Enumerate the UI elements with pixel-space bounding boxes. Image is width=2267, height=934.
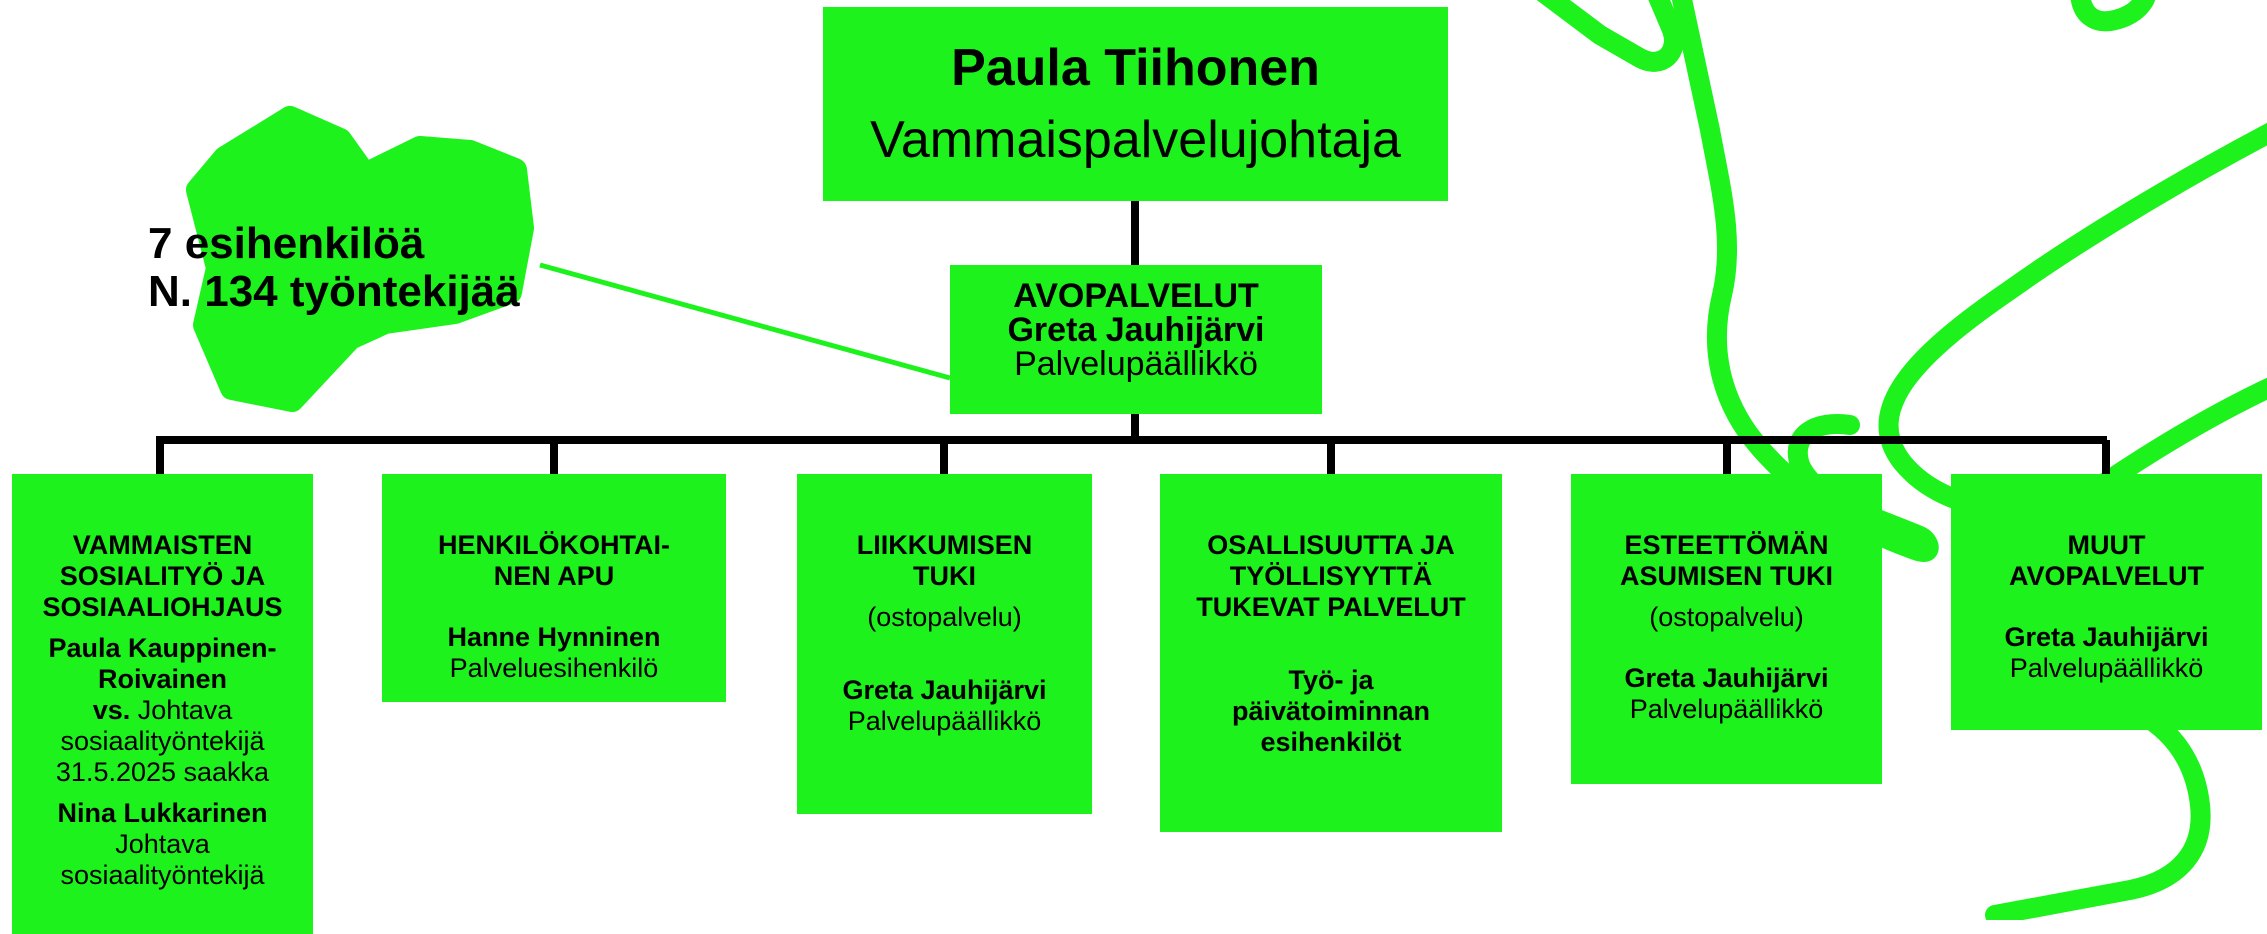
unit-note: (ostopalvelu) <box>1649 602 1804 632</box>
unit-head-title: Palveluesihenkilö <box>449 653 659 683</box>
decorative-blob-shape <box>186 106 534 412</box>
unit-head-name: Hanne Hynninen <box>447 622 661 652</box>
unit-box-muut-avopalvelut: MUUT AVOPALVELUT Greta Jauhijärvi Palvel… <box>1951 474 2262 730</box>
director-name: Paula Tiihonen <box>951 39 1320 97</box>
unit-box-esteettoman-asumisen-tuki: ESTEETTÖMÄN ASUMISEN TUKI (ostopalvelu) … <box>1571 474 1882 784</box>
person-title-text: Johtava <box>130 695 233 725</box>
unit-title-line: VAMMAISTEN <box>72 530 253 560</box>
unit-head-name: Greta Jauhijärvi <box>2004 622 2209 652</box>
unit-note: (ostopalvelu) <box>867 602 1022 632</box>
unit-box-vammaisten-sosiaalityo: VAMMAISTEN SOSIALITYÖ JA SOSIAALIOHJAUS … <box>12 474 313 934</box>
supervisor-count: 7 esihenkilöä <box>148 219 425 268</box>
org-chart-connectors <box>156 201 2110 474</box>
person-name-line: Roivainen <box>97 664 228 694</box>
avopalvelut-head-title: Palvelupäällikkö <box>1014 345 1258 383</box>
avopalvelut-unit-name: AVOPALVELUT <box>1013 277 1259 315</box>
unit-title-line: ASUMISEN TUKI <box>1619 561 1833 591</box>
person-title-line: vs. Johtava <box>18 695 307 726</box>
unit-title-line: TYÖLLISYYTTÄ <box>1229 561 1433 591</box>
person-name: Nina Lukkarinen <box>57 798 268 828</box>
unit-title-line: SOSIAALIOHJAUS <box>42 592 283 622</box>
unit-title-line: TUKI <box>913 561 976 591</box>
employee-count: N. 134 työntekijää <box>148 267 520 316</box>
unit-head-title: Palvelupäällikkö <box>2009 653 2204 683</box>
person-title-line: sosiaalityöntekijä <box>60 860 265 890</box>
unit-title-line: SOSIALITYÖ JA <box>59 561 266 591</box>
unit-head-line: Työ- ja <box>1288 665 1374 695</box>
unit-head-name: Greta Jauhijärvi <box>842 675 1047 705</box>
unit-title-line: HENKILÖKOHTAI- <box>438 530 670 560</box>
unit-head-name: Greta Jauhijärvi <box>1624 663 1829 693</box>
unit-title-line: OSALLISUUTTA JA <box>1207 530 1455 560</box>
summary-connector-line <box>539 262 951 381</box>
unit-title-line: ESTEETTÖMÄN <box>1624 530 1829 560</box>
person-title-line: sosiaalityöntekijä <box>60 726 265 756</box>
director-title: Vammaispalvelujohtaja <box>870 111 1401 169</box>
staff-summary: 7 esihenkilöä N. 134 työntekijää <box>148 220 520 316</box>
unit-title-line: AVOPALVELUT <box>2009 561 2204 591</box>
unit-box-osallisuutta-ja-tyollisyytta: OSALLISUUTTA JA TYÖLLISYYTTÄ TUKEVAT PAL… <box>1160 474 1502 832</box>
person-name-line: Paula Kauppinen- <box>48 633 277 663</box>
avopalvelut-head-name: Greta Jauhijärvi <box>1007 311 1265 349</box>
unit-title-line: TUKEVAT PALVELUT <box>1196 592 1466 622</box>
unit-head-title: Palvelupäällikkö <box>1629 694 1824 724</box>
unit-title-line: LIIKKUMISEN <box>856 530 1033 560</box>
unit-head-line: päivätoiminnan <box>1231 696 1431 726</box>
person-title-line: 31.5.2025 saakka <box>55 757 270 787</box>
unit-box-henkilokohtainen-apu: HENKILÖKOHTAI- NEN APU Hanne Hynninen Pa… <box>382 474 726 702</box>
avopalvelut-box: AVOPALVELUT Greta Jauhijärvi Palvelupääl… <box>950 265 1322 414</box>
director-box: Paula Tiihonen Vammaispalvelujohtaja <box>823 7 1448 201</box>
unit-head-line: esihenkilöt <box>1260 727 1402 757</box>
acting-prefix: vs. <box>92 695 131 725</box>
unit-box-liikkumisen-tuki: LIIKKUMISEN TUKI (ostopalvelu) Greta Jau… <box>797 474 1092 814</box>
unit-head-title: Palvelupäällikkö <box>847 706 1042 736</box>
unit-title-line: MUUT <box>2067 530 2146 560</box>
unit-title-line: NEN APU <box>493 561 615 591</box>
person-title-line: Johtava <box>115 829 210 859</box>
